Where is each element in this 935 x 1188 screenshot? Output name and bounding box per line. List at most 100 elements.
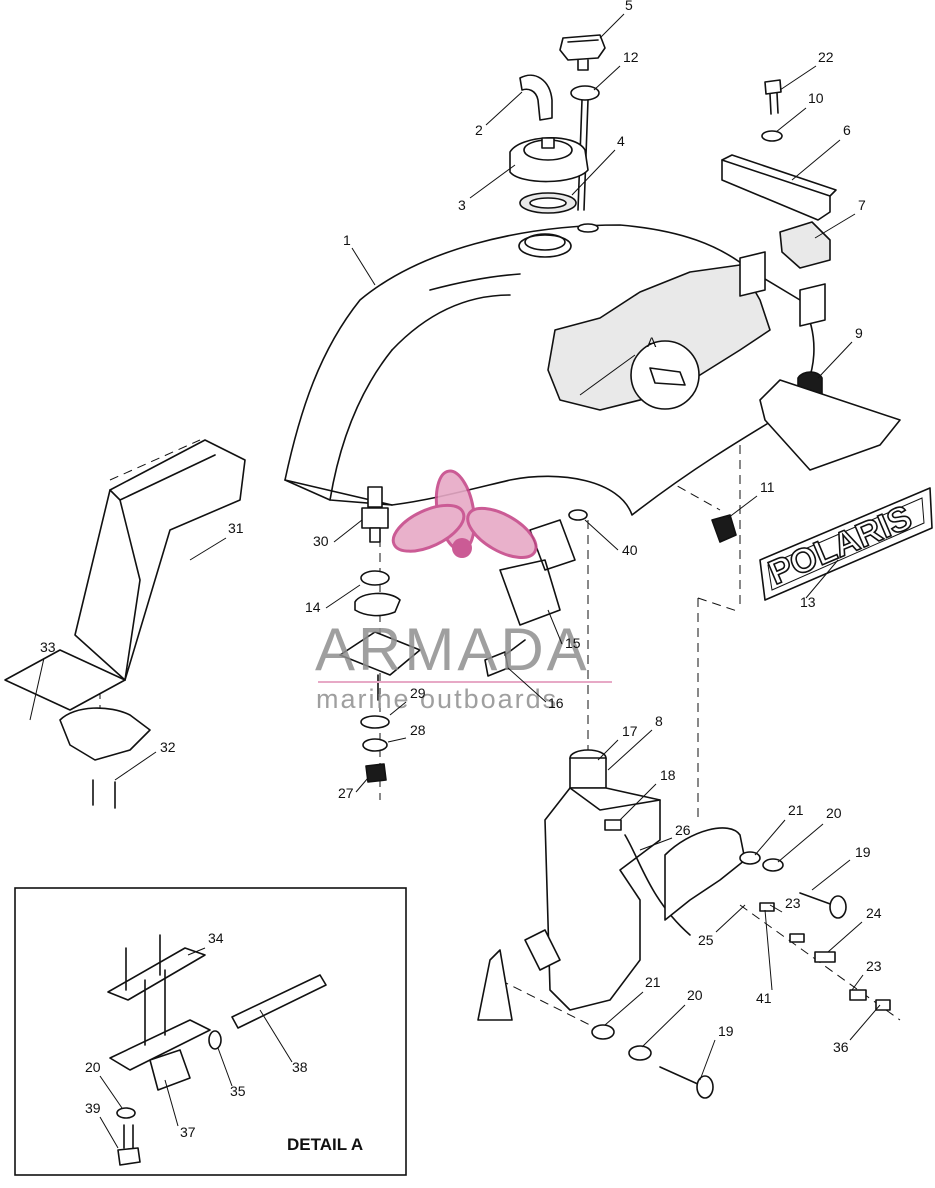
detail-a-clamp-part-35 (208, 1030, 222, 1050)
callout-leader-11 (727, 495, 758, 519)
callout-leader-20 (641, 1004, 686, 1048)
callout-8: 8 (655, 713, 663, 729)
callout-leader-28 (387, 737, 407, 743)
callout-22: 22 (818, 49, 834, 65)
callout-21: 21 (788, 802, 804, 818)
callout-leader-39 (99, 1116, 119, 1149)
callout-25: 25 (698, 932, 714, 948)
callout-16: 16 (548, 695, 564, 711)
detail-a-hose-part-38 (231, 974, 327, 1029)
washer-part-40 (568, 509, 588, 521)
callout-23: 23 (866, 958, 882, 974)
callout-leader-15 (547, 609, 563, 645)
callout-19: 19 (718, 1023, 734, 1039)
detail-a-bolt-part-39 (116, 1107, 141, 1166)
vent-hose-part-2 (519, 74, 553, 121)
hose-part-26 (624, 834, 691, 936)
bolt-part-19-b (659, 1066, 714, 1099)
mount-stud (477, 949, 513, 1021)
nut-part-27 (365, 763, 387, 783)
callout-leader-4 (571, 149, 616, 196)
callout-leader-12 (593, 65, 621, 91)
callout-20: 20 (826, 805, 842, 821)
callout-26: 26 (675, 822, 691, 838)
callout-leader-21 (604, 991, 644, 1026)
callout-14: 14 (305, 599, 321, 615)
callout-3: 3 (458, 197, 466, 213)
pad-part-7 (779, 221, 831, 269)
callout-11: 11 (760, 479, 775, 495)
fuel-tank-part-1 (284, 223, 815, 516)
callout-leader-14 (325, 584, 361, 609)
washers-parts-21-20-a (739, 851, 784, 872)
callout-1: 1 (343, 232, 351, 248)
washers-parts-21-20-b (591, 1024, 652, 1061)
grommet-part-14 (354, 570, 401, 617)
detail-a-valve-part-37 (109, 969, 211, 1091)
mount-bracket-part-31 (74, 439, 246, 681)
callout-13: 13 (800, 594, 816, 610)
callout-leader-18 (619, 783, 657, 821)
callout-37: 37 (180, 1124, 196, 1140)
callout-10: 10 (808, 90, 824, 106)
detail-a-title: DETAIL A (287, 1135, 363, 1154)
callout-2: 2 (475, 122, 483, 138)
tank-mount-block (739, 251, 826, 327)
callout-5: 5 (625, 0, 633, 13)
callout-leader-29 (389, 701, 407, 716)
callout-leader-32 (114, 751, 157, 781)
callout-36: 36 (833, 1039, 849, 1055)
clip-part-15 (499, 519, 576, 626)
grommet-part-11 (711, 514, 737, 543)
callout-28: 28 (410, 722, 426, 738)
callout-leader-35 (217, 1047, 233, 1087)
fittings-parts-23-24-41 (759, 902, 891, 1011)
washer-part-28 (360, 715, 390, 752)
callout-leader-27 (355, 777, 369, 793)
callout-leader-38 (259, 1009, 293, 1063)
callout-labels: 5122432210671911133130401415162928273332… (40, 0, 882, 1140)
filler-cap-part-3 (509, 137, 589, 183)
callout-17: 17 (622, 723, 638, 739)
callout-leader-7 (814, 213, 856, 239)
callout-leader-40 (584, 519, 619, 551)
callout-41: 41 (756, 990, 772, 1006)
callout-leader-21 (754, 819, 786, 856)
callout-9: 9 (855, 325, 863, 341)
callout-leader-41 (764, 909, 773, 991)
callout-18: 18 (660, 767, 676, 783)
detail-a-plate-part-34 (107, 934, 206, 1001)
callout-leader-6 (791, 139, 841, 181)
callout-15: 15 (565, 635, 581, 651)
callout-38: 38 (292, 1059, 308, 1075)
callout-leader-19 (811, 859, 851, 891)
watermark-brand: ARMADA (315, 616, 590, 683)
mount-plate (759, 379, 901, 471)
callout-leader-8 (607, 729, 653, 771)
callout-leaders (29, 13, 881, 1149)
callout-31: 31 (228, 520, 244, 536)
callout-35: 35 (230, 1083, 246, 1099)
callout-leader-36 (849, 1004, 881, 1041)
propeller-logo-icon (391, 469, 538, 559)
callout-32: 32 (160, 739, 176, 755)
callout-21: 21 (645, 974, 661, 990)
callout-leader-26 (639, 837, 673, 851)
callout-23: 23 (785, 895, 801, 911)
gasket-part-4 (519, 192, 577, 214)
detail-a-marker: A (647, 334, 657, 350)
callout-leader-19 (699, 1039, 716, 1081)
callout-leader-10 (775, 107, 807, 133)
callout-6: 6 (843, 122, 851, 138)
callout-leader-1 (351, 247, 376, 286)
callout-12: 12 (623, 49, 639, 65)
bolt-part-22 (764, 79, 782, 115)
screws-part-32 (92, 779, 116, 809)
callout-leader-2 (485, 91, 523, 126)
callout-34: 34 (208, 930, 224, 946)
watermark: ARMADA marine outboards (315, 469, 612, 714)
callout-40: 40 (622, 542, 638, 558)
callout-leader-33 (29, 657, 45, 721)
